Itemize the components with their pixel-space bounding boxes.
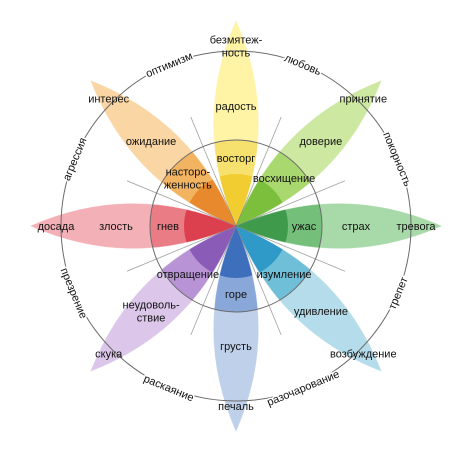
- petal-anger-label-0: досада: [38, 221, 76, 233]
- petal-label-line: ность: [222, 48, 251, 60]
- petal-label-line: радость: [215, 101, 256, 113]
- sector-dividers: [126, 116, 346, 336]
- divider-line: [126, 225, 237, 272]
- petal-fear: [235, 203, 443, 249]
- petal-label-line: женность: [164, 179, 212, 191]
- petal-surprise-label-1: удивление: [294, 306, 348, 318]
- petal-surprise-outline: [235, 225, 383, 373]
- petal-label-line: восхищение: [253, 173, 315, 185]
- petal-fear-band-1: [236, 203, 322, 249]
- petal-label-line: скука: [95, 348, 123, 360]
- petal-fear-label-1: страх: [342, 221, 371, 233]
- petal-joy-label-1: радость: [215, 101, 256, 113]
- petal-disgust-outline: [89, 225, 237, 373]
- petal-label-line: ожидание: [126, 136, 176, 148]
- dyad-label-3: разочарование: [265, 368, 341, 409]
- divider-line: [190, 116, 237, 227]
- dyad-label-4: раскаяние: [142, 373, 196, 404]
- divider-line: [190, 225, 237, 336]
- petal-anticipation-band-2: [184, 174, 236, 226]
- petal-anticipation-outline: [89, 79, 237, 227]
- petal-label-line: неудоволь-: [123, 299, 180, 311]
- petal-label-line: изумление: [257, 269, 312, 281]
- petal-label-line: злость: [99, 221, 133, 233]
- outer-ring: [60, 50, 412, 402]
- petal-trust-band-2: [236, 174, 288, 226]
- petal-fear-outline: [235, 203, 443, 249]
- petal-trust-label-2: восхищение: [253, 173, 315, 185]
- petal-label-line: интерес: [88, 94, 129, 106]
- petal-label-line: досада: [38, 221, 76, 233]
- divider-line: [235, 225, 282, 336]
- petal-anticipation: [89, 79, 237, 227]
- petals-group: [29, 19, 443, 433]
- petal-surprise-label-0: возбуждение: [330, 348, 397, 360]
- petal-disgust-label-2: отвращение: [157, 269, 219, 281]
- petal-surprise-band-2: [236, 226, 288, 278]
- petal-disgust-label-1: неудоволь-ствие: [123, 299, 180, 324]
- divider-line: [235, 180, 346, 227]
- dyad-label-1: покорность: [380, 130, 413, 188]
- petal-anger-label-1: злость: [99, 221, 133, 233]
- petal-sadness-label-2: горе: [225, 289, 247, 301]
- petal-label-line: принятие: [340, 94, 388, 106]
- petal-label-line: гнев: [157, 221, 179, 233]
- dyad-label-7: оптимизм: [144, 50, 194, 80]
- dyad-label-2: трепет: [387, 275, 411, 311]
- petal-trust-label-0: принятие: [340, 94, 388, 106]
- divider-line: [235, 225, 346, 272]
- petal-sadness-band-1: [213, 226, 259, 312]
- petal-sadness: [213, 225, 259, 433]
- petal-joy-band-1: [213, 140, 259, 226]
- divider-line: [126, 180, 237, 227]
- petal-label-line: ствие: [137, 312, 166, 324]
- petal-label-line: страх: [342, 221, 371, 233]
- petal-label-line: удивление: [294, 306, 348, 318]
- petal-trust-outline: [235, 79, 383, 227]
- inner-ring: [149, 139, 323, 313]
- petal-sadness-label-1: грусть: [220, 341, 252, 353]
- dyad-label-0: любовь: [282, 52, 323, 78]
- petal-label-line: печаль: [218, 401, 254, 413]
- petal-label-line: безмятеж-: [210, 35, 263, 47]
- petal-trust: [235, 79, 383, 227]
- petal-anger: [29, 203, 237, 249]
- petal-joy: [213, 19, 259, 227]
- petal-joy-label-0: безмятеж-ность: [210, 35, 263, 60]
- petal-labels-group: безмятеж-ность радость восторг принятие дове…: [38, 35, 437, 414]
- petal-disgust-label-0: скука: [95, 348, 123, 360]
- petal-label-line: восторг: [217, 153, 256, 165]
- petal-joy-label-2: восторг: [217, 153, 256, 165]
- petal-joy-outline: [213, 19, 259, 227]
- petal-disgust-band-2: [184, 226, 236, 278]
- petal-label-line: горе: [225, 289, 247, 301]
- petal-label-line: ужас: [292, 221, 317, 233]
- petal-surprise-label-2: изумление: [257, 269, 312, 281]
- dyad-label-5: презрение: [58, 266, 90, 320]
- petal-anger-outline: [29, 203, 237, 249]
- petal-label-line: отвращение: [157, 269, 219, 281]
- petal-label-line: тревога: [397, 221, 437, 233]
- petal-disgust: [89, 225, 237, 373]
- petal-label-line: грусть: [220, 341, 252, 353]
- petal-label-line: доверие: [300, 136, 343, 148]
- petal-label-line: насторо-: [166, 166, 211, 178]
- petal-anticipation-label-1: ожидание: [126, 136, 176, 148]
- petal-trust-label-1: доверие: [300, 136, 343, 148]
- petal-surprise: [235, 225, 383, 373]
- dyad-label-6: агрессия: [61, 136, 90, 183]
- divider-line: [235, 116, 282, 227]
- petal-sadness-label-0: печаль: [218, 401, 254, 413]
- petal-anticipation-label-0: интерес: [88, 94, 129, 106]
- petal-sadness-outline: [213, 225, 259, 433]
- petal-fear-label-0: тревога: [397, 221, 437, 233]
- petal-anticipation-label-2: насторо-женность: [164, 166, 212, 191]
- petal-anger-band-1: [150, 203, 236, 249]
- petal-label-line: возбуждение: [330, 348, 397, 360]
- petal-fear-label-2: ужас: [292, 221, 317, 233]
- petal-anger-label-2: гнев: [157, 221, 179, 233]
